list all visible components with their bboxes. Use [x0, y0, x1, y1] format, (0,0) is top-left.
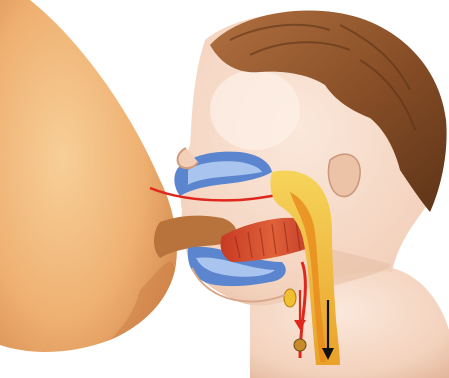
baby-ear: [328, 154, 360, 196]
hyoid: [294, 339, 306, 351]
face-highlight: [210, 70, 300, 150]
larynx: [284, 289, 296, 307]
